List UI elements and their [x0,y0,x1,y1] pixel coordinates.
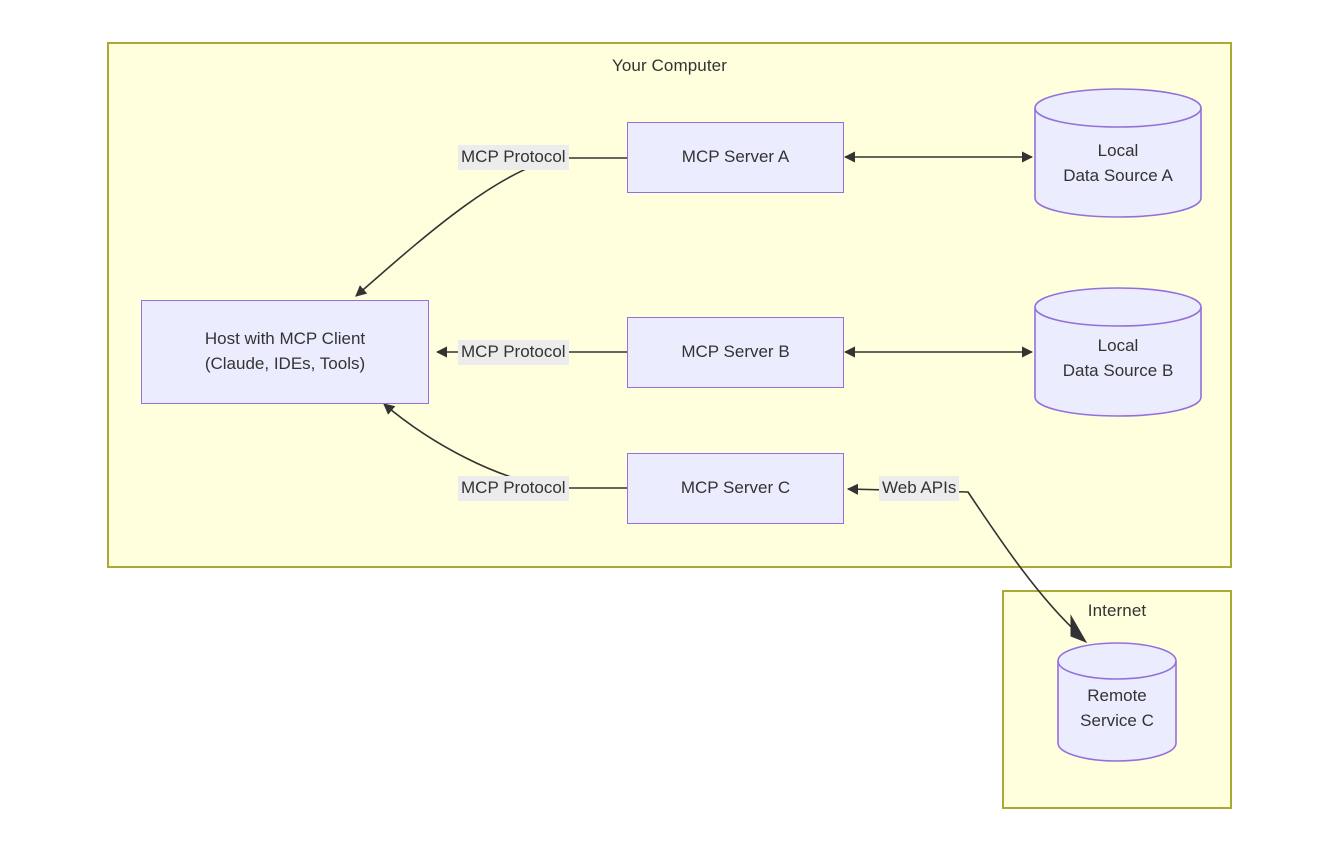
edge-server-a-to-host [355,157,628,297]
node-mcp-server-b-label: MCP Server B [681,342,790,362]
node-data-source-a-shape [1034,88,1202,218]
node-data-source-b-shape [1034,287,1202,417]
node-host-with-mcp-client[interactable]: Host with MCP Client (Claude, IDEs, Tool… [141,300,429,404]
node-mcp-server-c[interactable]: MCP Server C [627,453,844,524]
node-mcp-server-a-label: MCP Server A [681,147,790,167]
edge-label-mcp-protocol-b: MCP Protocol [458,340,569,365]
node-mcp-server-b[interactable]: MCP Server B [627,317,844,388]
node-remote-service-c-shape [1057,642,1177,762]
edge-arrow-into-remote-service-c [1070,614,1088,644]
edge-label-mcp-protocol-c: MCP Protocol [458,476,569,501]
edge-label-mcp-protocol-a: MCP Protocol [458,145,569,170]
container-internet-title: Internet [1087,601,1147,620]
container-internet [1002,590,1232,809]
node-mcp-server-a[interactable]: MCP Server A [627,122,844,193]
edge-remote-service-c-to-server-c [846,483,1084,639]
container-your-computer-title: Your Computer [611,56,727,75]
node-host-line-2: (Claude, IDEs, Tools) [204,354,366,373]
node-mcp-server-c-label: MCP Server C [680,478,791,498]
edge-label-web-apis: Web APIs [879,476,960,501]
node-host-line-1: Host with MCP Client [204,329,366,349]
